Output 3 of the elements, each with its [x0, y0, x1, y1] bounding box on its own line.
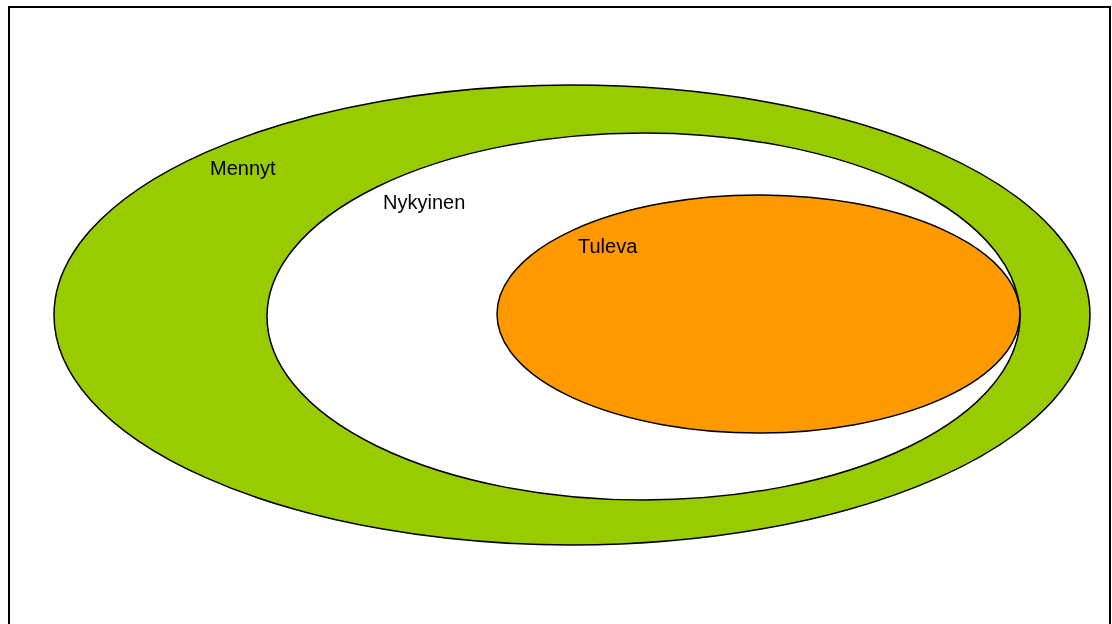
- ellipse-label: Mennyt: [210, 158, 276, 178]
- ellipse-label: Tuleva: [578, 236, 638, 256]
- ellipse-label: Nykyinen: [383, 192, 466, 212]
